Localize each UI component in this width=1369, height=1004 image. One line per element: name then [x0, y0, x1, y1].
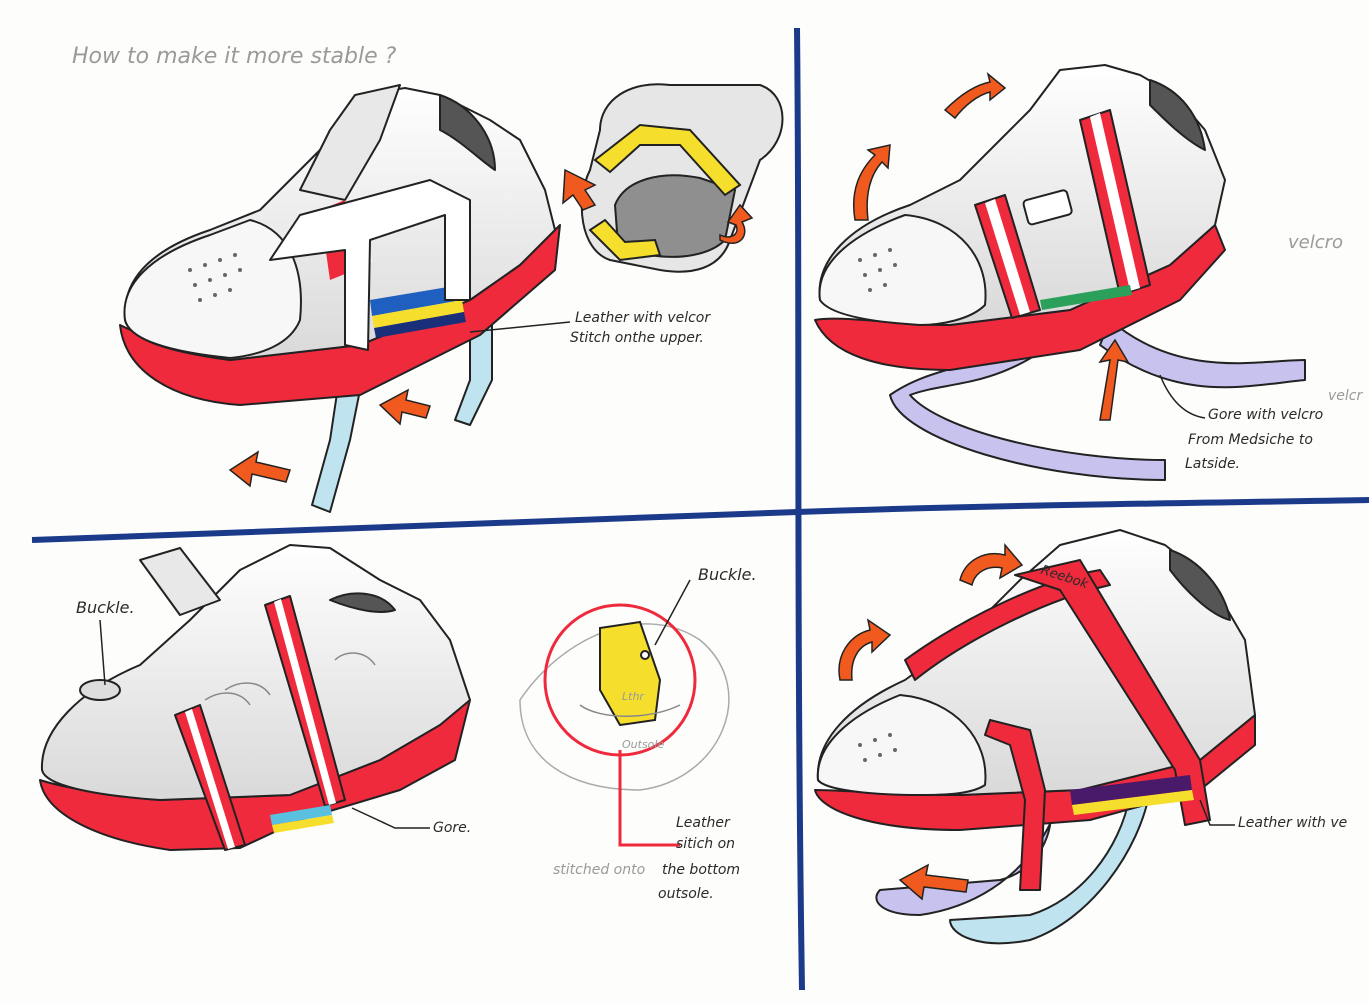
quadrant-dividers — [31, 27, 1369, 991]
detail-note-3: the bottom — [662, 862, 741, 878]
annotation-top-right-3: Latside. — [1185, 456, 1241, 472]
arrow-icon — [959, 542, 1024, 587]
leader-lines — [99, 321, 1235, 829]
label-buckle: Buckle. — [76, 598, 135, 617]
detail-label-buckle: Buckle. — [698, 565, 757, 584]
arrow-icon — [562, 168, 597, 211]
detail-label-outsole: Outsole — [622, 738, 665, 751]
detail-note-stitched: stitched onto — [553, 862, 646, 878]
arrow-icon — [838, 618, 892, 681]
shoe-top-left — [119, 84, 561, 513]
arrow-icon — [719, 203, 754, 244]
heel-detail-top — [580, 83, 784, 273]
buckle-detail — [519, 603, 730, 847]
detail-note-2: sitich on — [676, 836, 736, 852]
arrow-icon — [378, 388, 431, 426]
arrow-icon — [943, 71, 1007, 120]
arrow-icon — [1098, 338, 1130, 421]
shoe-bottom-right — [814, 529, 1256, 945]
label-velcro-short: velcr — [1328, 388, 1363, 404]
arrow-icon — [228, 450, 291, 488]
detail-note-4: outsole. — [658, 886, 714, 902]
annotation-bottom-right: Leather with ve — [1238, 815, 1348, 831]
page-title: How to make it more stable ? — [72, 44, 397, 69]
annotation-top-right-1: Gore with velcro — [1208, 407, 1324, 423]
shoe-top-right — [814, 64, 1306, 481]
detail-note-1: Leather — [676, 815, 730, 831]
label-velcro: velcro — [1288, 232, 1344, 253]
label-gore: Gore. — [433, 820, 472, 836]
arrow-icon — [898, 863, 969, 901]
annotation-top-left-2: Stitch onthe upper. — [570, 330, 704, 346]
annotation-top-left-1: Leather with velcor — [575, 310, 711, 326]
detail-label-lthr: Lthr — [622, 690, 644, 703]
direction-arrows — [228, 71, 1130, 901]
arrow-icon — [853, 144, 891, 221]
annotation-top-right-2: From Medsiche to — [1188, 432, 1313, 448]
shoe-bottom-left — [39, 544, 471, 851]
